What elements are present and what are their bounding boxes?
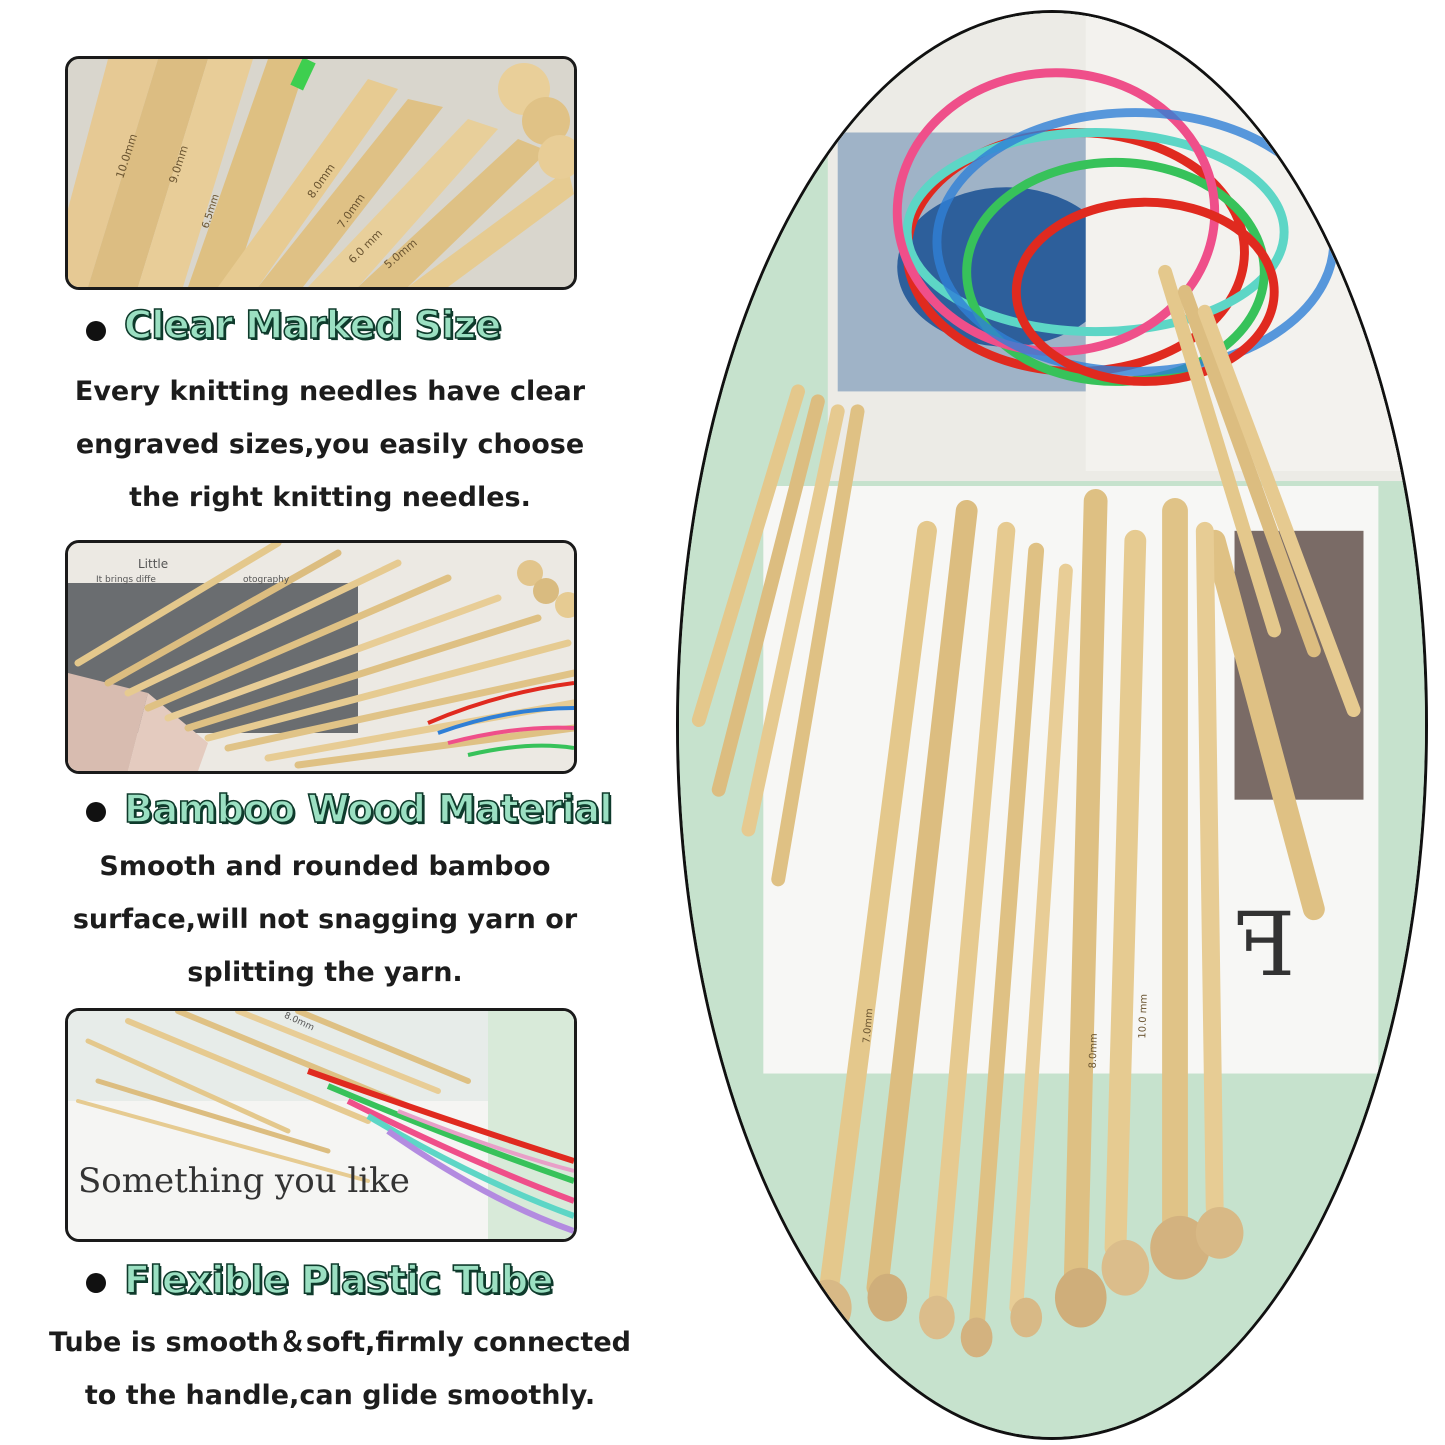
paper-letter: F xyxy=(1234,893,1296,996)
bullet-icon xyxy=(86,321,106,341)
bullet-icon xyxy=(86,802,106,822)
oval-product-photo: 7.0mm 10.0 mm 8.0mm F xyxy=(676,10,1428,1440)
photo-bamboo-needles: Little It brings diffe otography xyxy=(65,540,577,774)
description-line: Tube is smooth＆soft,firmly connected xyxy=(49,1327,631,1358)
bullet-icon xyxy=(86,1273,106,1293)
needle-mark: 10.0 mm xyxy=(1137,994,1150,1039)
description-line: to the handle,can glide smoothly. xyxy=(84,1380,596,1411)
description-line: the right knitting needles. xyxy=(129,482,531,513)
paper-text: otography xyxy=(243,575,290,585)
feature-description: Tube is smooth＆soft,firmly connected to … xyxy=(30,1316,650,1422)
description-line: Every knitting needles have clear xyxy=(74,376,586,407)
needle-mark: 8.0mm xyxy=(1088,1033,1100,1069)
feature-description: Smooth and rounded bamboo surface,will n… xyxy=(55,840,595,999)
paper-text: Little xyxy=(138,557,169,571)
photo-plastic-tubes: 8.0mm Something you like xyxy=(65,1008,577,1242)
photo-caption: Something you like xyxy=(78,1161,410,1201)
paper-text: It brings diffe xyxy=(96,575,156,585)
feature-title: Flexible Plastic Tube xyxy=(123,1257,554,1303)
description-line: surface,will not snagging yarn or xyxy=(72,904,578,935)
description-line: engraved sizes,you easily choose xyxy=(75,429,585,460)
feature-title: Bamboo Wood Material xyxy=(123,786,613,832)
description-line: Smooth and rounded bamboo xyxy=(99,851,551,882)
feature-title: Clear Marked Size xyxy=(123,302,502,348)
feature-description: Every knitting needles have clear engrav… xyxy=(60,365,600,524)
photo-engraved-sizes: 10.0mm 9.0mm 8.0mm 7.0mm 6.0 mm 5.0mm 6.… xyxy=(65,56,577,290)
needle-mark: 7.0mm xyxy=(862,1008,876,1044)
description-line: splitting the yarn. xyxy=(187,957,463,988)
